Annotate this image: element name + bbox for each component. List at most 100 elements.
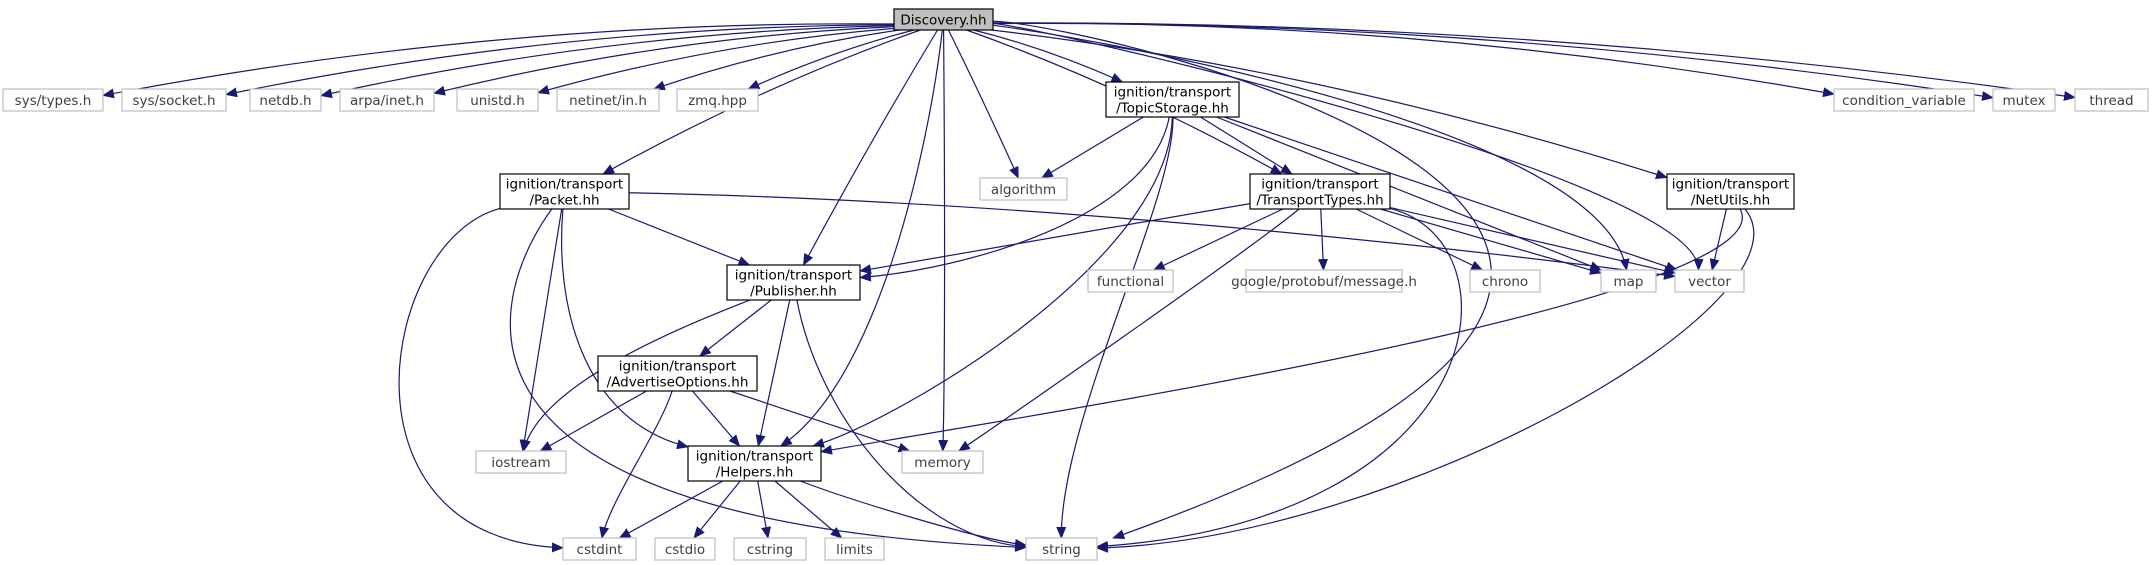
edge-publisher-to-advertiseoptions (699, 299, 772, 357)
node-box (1666, 173, 1795, 210)
node-box (1469, 269, 1541, 293)
node-algorithm: algorithm (979, 177, 1068, 201)
node-label: cstdint (577, 542, 623, 558)
node-box (2, 88, 104, 112)
node-box (597, 355, 758, 392)
edge-packet-to-cstdint (398, 207, 564, 553)
node-label: unistd.h (470, 93, 525, 109)
node-label: ignition/transport (1261, 177, 1378, 193)
node-box (726, 264, 861, 301)
edge-discovery-to-zmq (747, 29, 915, 90)
node-label: vector (1688, 274, 1731, 290)
node-sys_socket: sys/socket.h (121, 88, 227, 112)
edge-netutils-to-helpers (820, 208, 1743, 455)
edge-transporttypes-to-protobuf_message (1318, 208, 1329, 271)
edge-helpers-to-string (800, 480, 1027, 549)
edge-discovery-to-string (992, 20, 1492, 540)
node-box (1249, 173, 1391, 210)
edge-discovery-to-helpers (779, 29, 943, 447)
edge-discovery-to-unistd (537, 27, 895, 95)
node-unistd: unistd.h (456, 88, 539, 112)
node-label: functional (1097, 274, 1164, 290)
node-box (1992, 88, 2056, 112)
edge-topicstorage-to-algorithm (1040, 116, 1144, 179)
edges-layer (102, 20, 2076, 553)
node-label: mutex (2002, 93, 2045, 109)
node-limits: limits (824, 537, 885, 561)
edge-topicstorage-to-string (1056, 116, 1174, 539)
node-advertiseoptions[interactable]: ignition/transport/AdvertiseOptions.hh (597, 355, 758, 392)
node-label: Discovery.hh (900, 13, 986, 29)
edge-packet-to-publisher (608, 208, 751, 266)
node-box (1600, 269, 1657, 293)
node-transporttypes[interactable]: ignition/transport/TransportTypes.hh (1249, 173, 1391, 210)
edge-topicstorage-to-publisher (859, 116, 1170, 282)
node-thread: thread (2074, 88, 2149, 112)
node-label: ignition/transport (735, 268, 852, 284)
edge-discovery-to-netdb (320, 24, 895, 99)
node-label: ignition/transport (1672, 177, 1789, 193)
node-label: algorithm (991, 182, 1056, 198)
node-label: arpa/inet.h (350, 93, 424, 109)
node-memory: memory (901, 450, 984, 474)
node-box (556, 88, 660, 112)
edge-transporttypes-to-publisher (859, 203, 1251, 275)
node-box (499, 173, 630, 210)
node-box (676, 88, 759, 112)
edge-topicstorage-to-map (1216, 116, 1602, 271)
node-discovery: Discovery.hh (893, 8, 994, 31)
node-label: ignition/transport (1114, 85, 1231, 101)
node-label: sys/socket.h (132, 93, 215, 109)
node-label: /Publisher.hh (750, 284, 837, 300)
edge-transporttypes-to-functional (1152, 208, 1284, 271)
node-box (1245, 269, 1403, 293)
edge-discovery-to-map (992, 24, 1630, 271)
node-arpa_inet: arpa/inet.h (339, 88, 435, 112)
node-label: iostream (491, 455, 550, 471)
node-box (893, 8, 994, 31)
edge-publisher-to-helpers (755, 299, 791, 447)
edge-publisher-to-string (796, 299, 1027, 552)
node-publisher[interactable]: ignition/transport/Publisher.hh (726, 264, 861, 301)
edge-advertiseoptions-to-cstdint (599, 390, 673, 539)
edge-topicstorage-to-vector (1224, 116, 1678, 272)
node-condition_variable: condition_variable (1833, 88, 1975, 112)
edge-discovery-to-netinet_in (652, 29, 900, 91)
node-label: /TopicStorage.hh (1116, 101, 1229, 117)
edge-packet-to-helpers (561, 208, 689, 450)
node-netdb: netdb.h (249, 88, 322, 112)
node-box (562, 537, 637, 561)
edge-discovery-to-publisher (802, 29, 939, 266)
node-helpers[interactable]: ignition/transport/Helpers.hh (687, 445, 822, 482)
node-functional: functional (1087, 269, 1174, 293)
node-box (2074, 88, 2149, 112)
edge-packet-to-iostream (519, 208, 563, 452)
node-box (339, 88, 435, 112)
node-label: condition_variable (1842, 93, 1966, 109)
node-label: chrono (1482, 274, 1528, 290)
node-mutex: mutex (1992, 88, 2056, 112)
node-label: zmq.hpp (688, 93, 747, 109)
node-cstdio: cstdio (654, 537, 716, 561)
node-label: cstdio (665, 542, 705, 558)
node-box (1087, 269, 1174, 293)
edge-discovery-to-memory (938, 29, 949, 452)
node-box (121, 88, 227, 112)
node-label: memory (914, 455, 970, 471)
node-label: netdb.h (259, 93, 311, 109)
node-packet[interactable]: ignition/transport/Packet.hh (499, 173, 630, 210)
node-netinet_in: netinet/in.h (556, 88, 660, 112)
edge-helpers-to-cstdio (693, 480, 741, 539)
node-netutils[interactable]: ignition/transport/NetUtils.hh (1666, 173, 1795, 210)
edge-discovery-to-sys_socket (225, 24, 895, 98)
node-topicstorage[interactable]: ignition/transport/TopicStorage.hh (1105, 81, 1240, 118)
node-label: /Packet.hh (529, 193, 599, 209)
node-label: thread (2089, 93, 2133, 109)
edge-advertiseoptions-to-memory (729, 390, 911, 453)
edge-discovery-to-thread (992, 22, 2076, 101)
node-cstring: cstring (733, 537, 807, 561)
edge-packet-to-string (509, 208, 1027, 552)
edge-netutils-to-string (1096, 208, 1755, 553)
edge-transporttypes-to-string (1096, 207, 1463, 551)
